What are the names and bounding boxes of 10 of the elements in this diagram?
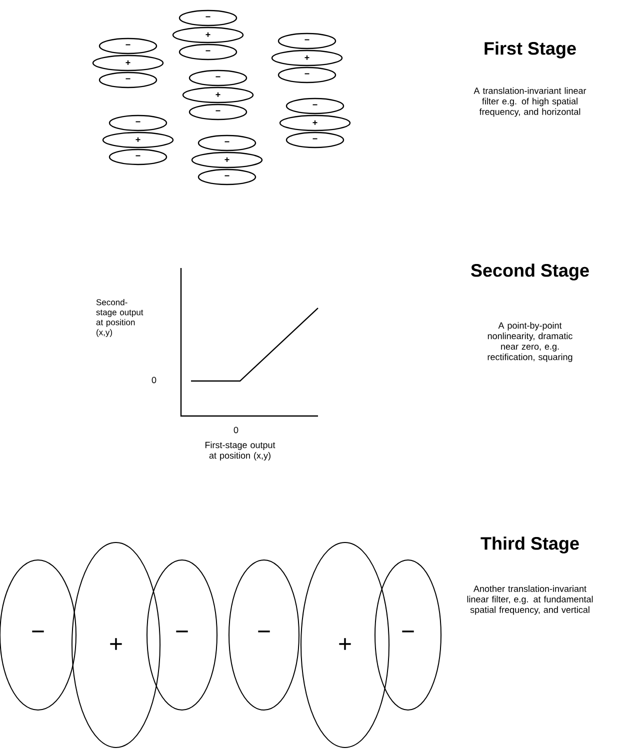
axis-label: Second-stage output at position (x,y): [96, 299, 144, 337]
tick-label: 0: [234, 426, 238, 434]
stage-description: Another translation-invariant linear filter, e.g. at fundamental spatial frequency, and vertical: [467, 585, 593, 615]
axis-label: First-stage output at position (x,y): [205, 442, 276, 460]
stage-heading: Second Stage: [471, 264, 589, 280]
stage-heading: Third Stage: [480, 536, 579, 554]
stage-description: A point-by-point nonlinearity, dramatic near zero, e.g. rectification, squaring: [488, 322, 572, 362]
stage-description: A translation-invariant linear filter e.g. of high spatial frequency, and horizontal: [474, 87, 586, 117]
stage-heading: First Stage: [484, 42, 576, 58]
tick-label: 0: [152, 376, 156, 384]
